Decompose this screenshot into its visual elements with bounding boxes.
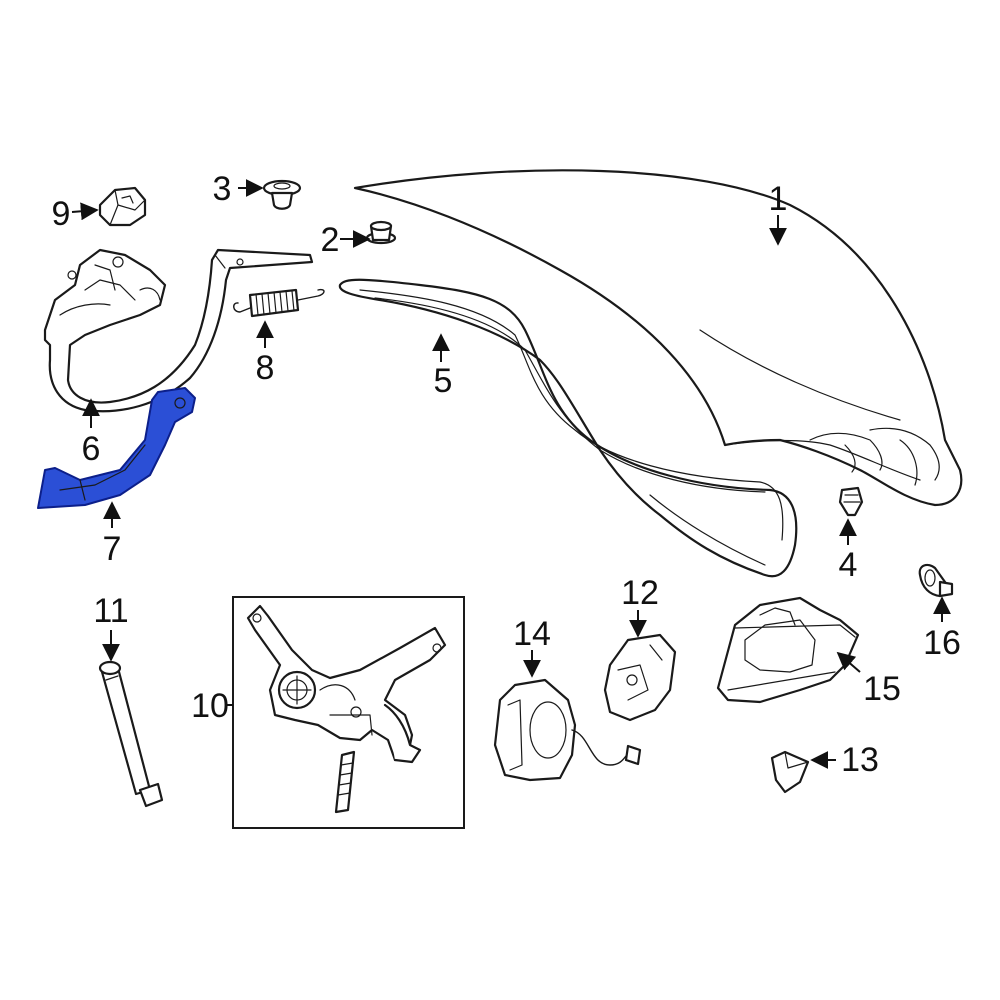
callout-labels: 1 2 3 4 5 6 7 8 9 10 11 12 13 14 15 16 (52, 170, 961, 779)
callout-2: 2 (321, 221, 340, 259)
callout-14: 14 (513, 615, 551, 653)
actuator-part[interactable] (493, 678, 642, 782)
weatherstrip-part[interactable] (338, 278, 798, 578)
callout-13: 13 (841, 741, 879, 779)
plug-grommet-part[interactable] (262, 179, 302, 210)
latch-part[interactable] (603, 633, 677, 722)
callout-4: 4 (839, 546, 858, 584)
clip-part[interactable] (98, 186, 147, 227)
leader-lines (71, 179, 951, 769)
hinge-part[interactable] (43, 248, 314, 413)
spring-part[interactable] (233, 288, 325, 318)
callout-16: 16 (923, 624, 961, 662)
callout-10: 10 (191, 687, 229, 725)
retainer-part[interactable] (918, 563, 954, 598)
callout-1: 1 (769, 180, 788, 218)
inset-frame (232, 596, 465, 829)
handle-housing-part[interactable] (716, 596, 860, 704)
bracket-fill (37, 387, 196, 509)
callout-3: 3 (213, 170, 232, 208)
trunk-lid-part[interactable] (353, 169, 963, 507)
bracket-part-highlighted[interactable] (37, 387, 196, 509)
callout-15: 15 (863, 670, 901, 708)
bumper-stop-part[interactable] (365, 220, 397, 245)
callout-6: 6 (82, 430, 101, 468)
callout-12: 12 (621, 574, 659, 612)
small-bracket-part[interactable] (770, 750, 810, 794)
callout-11: 11 (93, 592, 128, 630)
gas-strut-part[interactable] (98, 660, 164, 808)
callout-7: 7 (103, 530, 122, 568)
fastener-part[interactable] (838, 486, 864, 517)
callout-9: 9 (52, 195, 71, 233)
power-lift-assembly-part[interactable] (232, 596, 465, 829)
callout-8: 8 (256, 349, 275, 387)
callout-5: 5 (434, 362, 453, 400)
